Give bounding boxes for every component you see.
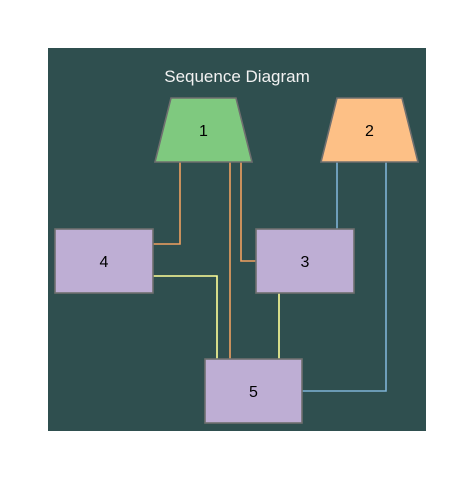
node-layer: 1 2 3 4 5 <box>54 97 420 424</box>
edge-1-to-3 <box>240 162 256 262</box>
node-3: 3 <box>255 228 355 294</box>
node-2: 2 <box>319 97 420 163</box>
node-2-trapezoid <box>319 97 420 163</box>
diagram-title: Sequence Diagram <box>164 67 310 86</box>
node-4-label: 4 <box>100 254 109 271</box>
node-3-label: 3 <box>301 254 310 271</box>
node-4: 4 <box>54 228 154 294</box>
edge-layer <box>153 162 387 392</box>
node-5-box <box>204 358 303 424</box>
edge-4-to-5 <box>153 275 218 359</box>
node-1-trapezoid <box>153 97 254 163</box>
node-1-label: 1 <box>199 123 208 140</box>
node-5-label: 5 <box>249 384 258 401</box>
node-4-box <box>54 228 154 294</box>
node-5: 5 <box>204 358 303 424</box>
node-3-box <box>255 228 355 294</box>
edge-2-to-5 <box>302 162 387 392</box>
node-1: 1 <box>153 97 254 163</box>
node-2-label: 2 <box>365 123 374 140</box>
edge-1-to-4 <box>153 162 181 245</box>
